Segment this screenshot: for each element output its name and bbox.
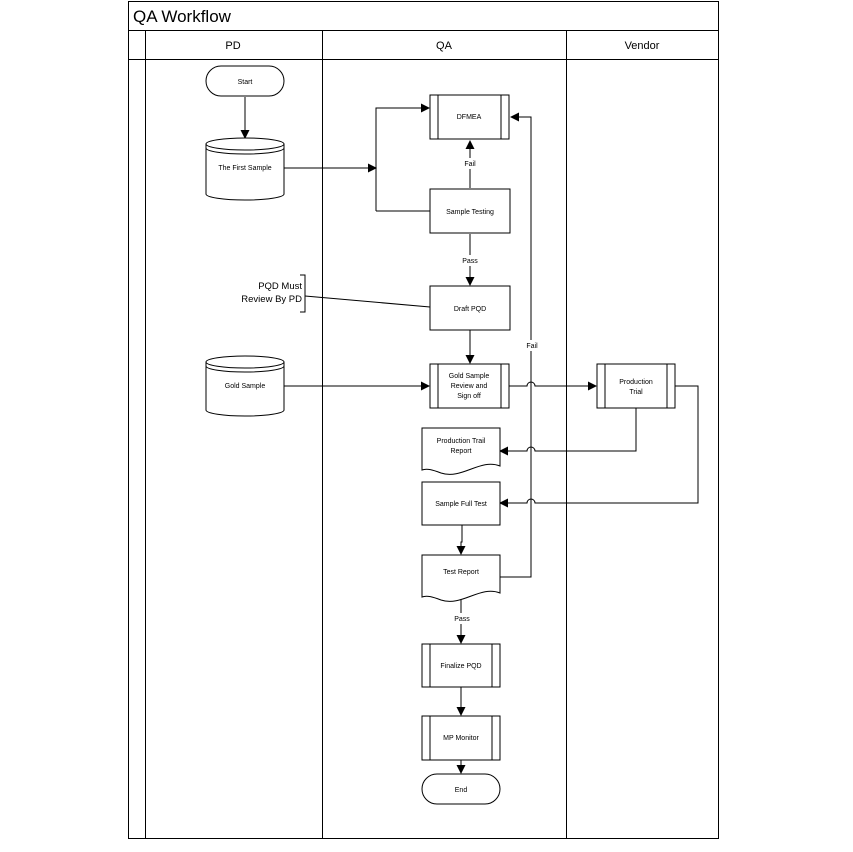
test-report-label: Test Report xyxy=(443,569,479,576)
production-trial-process: Production Trial xyxy=(596,363,676,409)
gold-review-label-3: Sign off xyxy=(457,393,481,400)
lane-header-pd: PD xyxy=(225,40,240,52)
mp-monitor-label: MP Monitor xyxy=(443,735,479,742)
test-report-document: Test Report xyxy=(421,554,501,602)
lane-header-qa: QA xyxy=(436,40,453,52)
edge-full-test-to-test-report xyxy=(456,525,466,555)
first-sample-data: The First Sample xyxy=(205,137,285,201)
pqd-annotation: PQD Must Review By PD xyxy=(241,274,306,313)
start-label: Start xyxy=(238,79,253,86)
edge-production-trial-to-full-test xyxy=(499,385,699,508)
edge-annotation-to-draft xyxy=(304,295,431,308)
gold-review-process: Gold Sample Review and Sign off xyxy=(429,363,510,409)
production-trail-report-document: Production Trail Report xyxy=(421,427,501,475)
finalize-pqd-process: Finalize PQD xyxy=(421,643,501,688)
gold-sample-label: Gold Sample xyxy=(225,383,266,390)
pass-label-finalize: Pass xyxy=(454,616,470,623)
dfmea-process: DFMEA xyxy=(429,94,510,140)
trail-report-label-2: Report xyxy=(450,448,471,455)
start-terminator: Start xyxy=(205,65,285,97)
first-sample-label: The First Sample xyxy=(218,165,271,172)
fail-label-dfmea: Fail xyxy=(464,161,476,168)
edge-bracket-to-dfmea xyxy=(375,103,430,211)
gold-review-label-1: Gold Sample xyxy=(449,373,490,380)
pass-label-bg xyxy=(459,255,481,266)
pool-frame xyxy=(128,1,719,839)
sample-full-test-process: Sample Full Test xyxy=(421,481,501,526)
diagram-title: QA Workflow xyxy=(133,7,232,26)
finalize-pqd-label: Finalize PQD xyxy=(440,663,481,670)
edge-production-trial-to-trail-report xyxy=(499,408,637,456)
pass-label-draft: Pass xyxy=(462,258,478,265)
trail-report-label-1: Production Trail xyxy=(437,438,486,445)
annotation-line-2: Review By PD xyxy=(241,294,302,305)
draft-pqd-process: Draft PQD xyxy=(429,285,511,331)
annotation-line-1: PQD Must xyxy=(258,281,302,292)
sample-full-test-label: Sample Full Test xyxy=(435,501,487,508)
fail-label-loop: Fail xyxy=(526,343,538,350)
production-trial-label-2: Trial xyxy=(629,389,643,396)
dfmea-label: DFMEA xyxy=(457,114,482,121)
pass-finalize-label-bg xyxy=(451,613,473,624)
fail-loop-label-bg xyxy=(524,340,540,351)
lane-header-vendor: Vendor xyxy=(625,40,660,52)
sample-testing-process: Sample Testing xyxy=(429,188,511,234)
draft-pqd-label: Draft PQD xyxy=(454,306,486,313)
end-terminator: End xyxy=(421,773,501,805)
mp-monitor-process: MP Monitor xyxy=(421,715,501,761)
gold-review-label-2: Review and xyxy=(451,383,488,390)
end-label: End xyxy=(455,787,468,794)
sample-testing-label: Sample Testing xyxy=(446,209,494,216)
fail-label-bg xyxy=(460,158,480,169)
production-trial-label-1: Production xyxy=(619,379,653,386)
gold-sample-data: Gold Sample xyxy=(205,355,285,417)
